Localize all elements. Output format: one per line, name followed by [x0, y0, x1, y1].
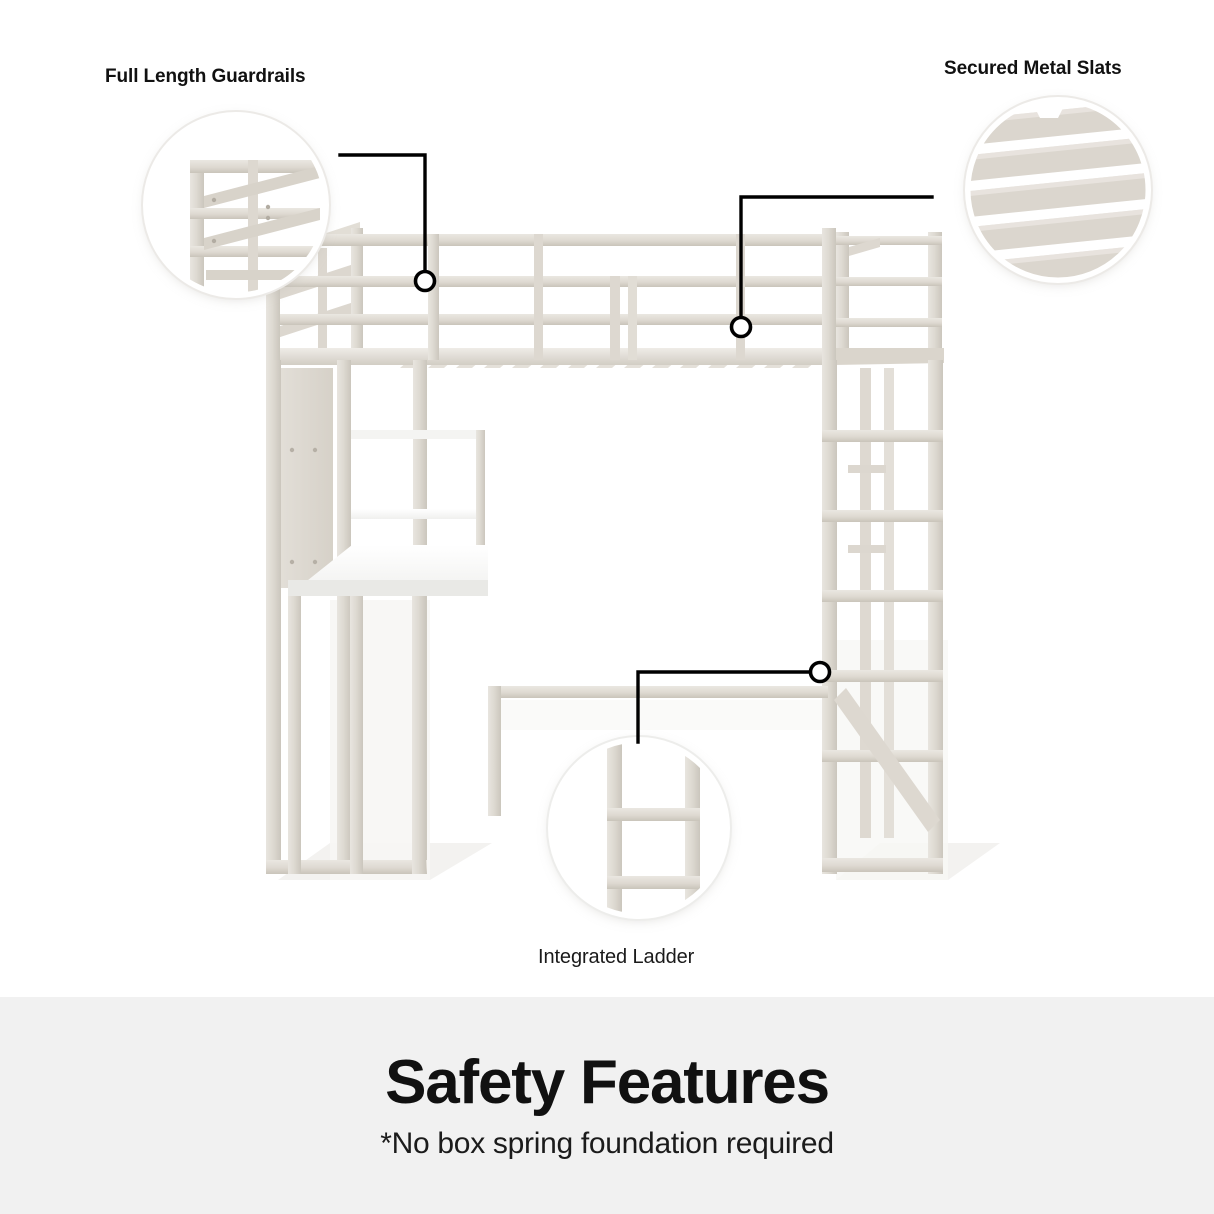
- lower-cross-rail: [488, 686, 828, 816]
- banner-subtitle: *No box spring foundation required: [380, 1127, 834, 1161]
- marker-guardrails: [413, 269, 437, 293]
- product-illustration: Full Length Guardrails Secured Metal Sla…: [105, 58, 1153, 968]
- built-in-desk: [288, 545, 488, 874]
- safety-features-banner: Safety Features *No box spring foundatio…: [0, 997, 1214, 1214]
- callout-detail-ladder: [546, 735, 732, 921]
- full-length-guardrails: [266, 228, 836, 360]
- leader-markers: [413, 269, 832, 684]
- marker-slats: [729, 315, 753, 339]
- leader-slats: [739, 195, 934, 320]
- leader-guardrails: [338, 153, 427, 274]
- marker-ladder: [808, 660, 832, 684]
- callout-label-guardrails: Full Length Guardrails: [105, 66, 306, 87]
- left-leg-assembly: [266, 360, 427, 874]
- callout-label-ladder: Integrated Ladder: [538, 946, 695, 968]
- integrated-ladder: [822, 360, 943, 874]
- metal-slat-platform: [268, 348, 944, 368]
- rear-guardrail-panel: [836, 232, 942, 360]
- leader-ladder: [636, 670, 813, 744]
- banner-title: Safety Features: [385, 1047, 830, 1117]
- loft-bed-drawing: [141, 95, 1153, 921]
- callout-detail-slats: [963, 95, 1153, 285]
- callout-detail-guardrails: [141, 110, 331, 300]
- leader-lines: [338, 153, 934, 744]
- wall-shelves: [351, 430, 485, 590]
- callout-label-slats: Secured Metal Slats: [944, 58, 1122, 79]
